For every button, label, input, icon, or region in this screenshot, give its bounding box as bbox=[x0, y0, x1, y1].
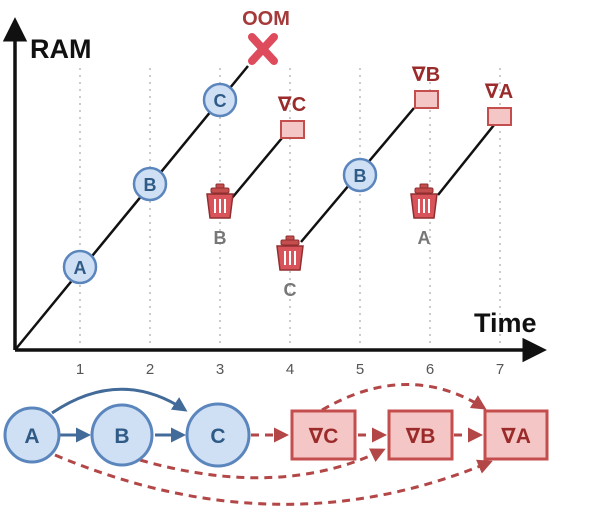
activation-label: A bbox=[74, 258, 87, 278]
activation-marker-a: A bbox=[62, 249, 98, 285]
graph-node-b: B bbox=[90, 403, 154, 467]
tick-label: 7 bbox=[496, 361, 504, 378]
graph-node-label: ∇B bbox=[406, 425, 436, 448]
oom-cross-icon bbox=[248, 33, 278, 65]
y-axis-title: RAM bbox=[30, 34, 92, 64]
activation-marker-b-recomputed: B bbox=[342, 157, 378, 193]
graph-node-grad-a: ∇A bbox=[483, 409, 549, 461]
gradient-marker-c: ∇C bbox=[278, 94, 306, 139]
oom-label: OOM bbox=[242, 8, 290, 30]
graph-node-label: ∇C bbox=[309, 425, 339, 448]
tick-label: 4 bbox=[286, 361, 294, 378]
graph-node-grad-c: ∇C bbox=[290, 409, 357, 461]
trash-icon bbox=[276, 235, 304, 271]
edge-b-to-grad-b bbox=[139, 448, 386, 480]
backward-edges bbox=[54, 383, 493, 506]
memory-segment-after-free-b bbox=[231, 137, 283, 199]
gradient-label: ∇B bbox=[412, 64, 440, 86]
gradient-marker-b: ∇B bbox=[412, 64, 440, 109]
memory-segment-after-free-a bbox=[437, 124, 495, 196]
gradient-label: ∇A bbox=[485, 81, 513, 103]
time-tick-labels: 1 2 3 4 5 6 7 bbox=[76, 361, 504, 378]
activation-label: C bbox=[214, 91, 227, 111]
edge-grad-c-to-grad-a bbox=[321, 383, 487, 412]
graph-node-a: A bbox=[3, 406, 61, 464]
graph-node-grad-b: ∇B bbox=[387, 409, 454, 461]
graph-node-c: C bbox=[185, 402, 251, 468]
trash-icon bbox=[410, 183, 438, 219]
gradient-marker-a: ∇A bbox=[485, 81, 513, 126]
tick-label: 2 bbox=[146, 361, 154, 378]
activation-label: B bbox=[354, 166, 367, 186]
activation-marker-b: B bbox=[132, 166, 168, 202]
forward-edges bbox=[51, 387, 188, 443]
tick-label: 3 bbox=[216, 361, 224, 378]
graph-node-label: ∇A bbox=[501, 425, 531, 448]
graph-node-label: C bbox=[210, 425, 225, 448]
edge-a-to-c bbox=[51, 387, 188, 415]
gradient-label: ∇C bbox=[278, 94, 306, 116]
graph-node-label: B bbox=[114, 425, 129, 448]
graph-node-label: A bbox=[24, 425, 39, 448]
tick-label: 6 bbox=[426, 361, 434, 378]
x-axis-title: Time bbox=[474, 308, 537, 338]
tick-label: 5 bbox=[356, 361, 364, 378]
tick-label: 1 bbox=[76, 361, 84, 378]
freed-activation-label: B bbox=[214, 228, 227, 248]
freed-activation-label: C bbox=[284, 280, 297, 300]
edge-a-to-grad-a bbox=[54, 453, 493, 506]
trash-icon bbox=[206, 183, 234, 219]
freed-activation-label: A bbox=[418, 228, 431, 248]
activation-label: B bbox=[144, 175, 157, 195]
activation-marker-c: C bbox=[202, 82, 238, 118]
